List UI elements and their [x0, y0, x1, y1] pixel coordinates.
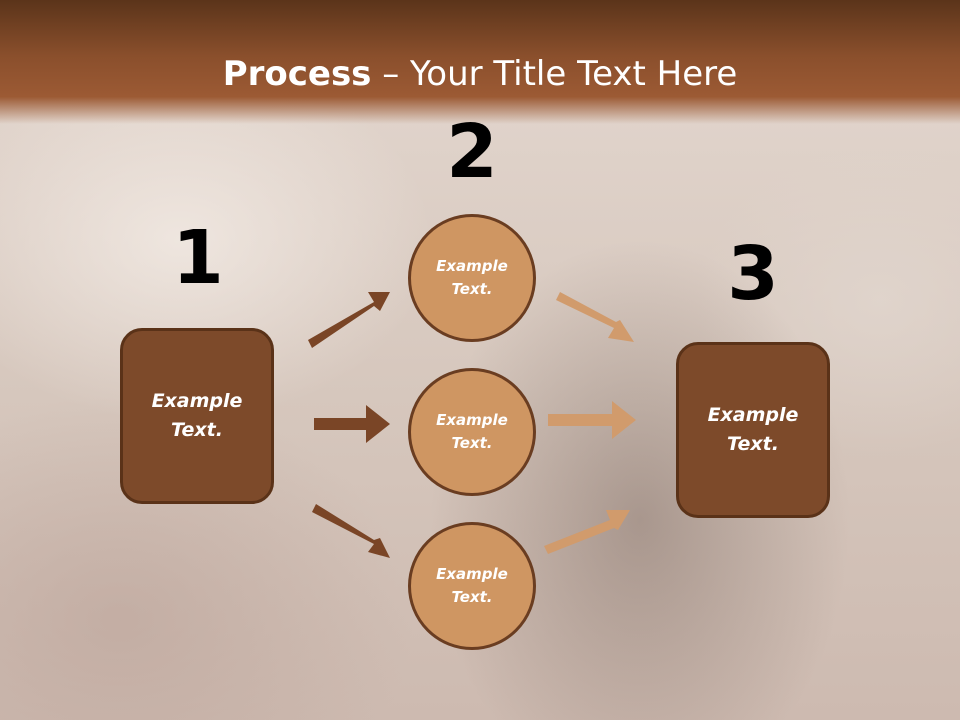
- left-box-label: Example Text.: [151, 390, 243, 441]
- circle-top-label: Example Text.: [436, 257, 508, 298]
- arrow-to-top-circle: [308, 292, 390, 348]
- slide-title: Process – Your Title Text Here: [0, 52, 960, 96]
- left-process-box: Example Text.: [120, 328, 274, 504]
- arrow-to-middle-circle: [314, 405, 390, 443]
- right-process-box: Example Text.: [676, 342, 830, 518]
- circle-top: Example Text.: [408, 214, 536, 342]
- arrow-from-bottom-circle: [544, 510, 630, 554]
- right-box-label: Example Text.: [707, 404, 799, 455]
- circle-middle-label: Example Text.: [436, 411, 508, 452]
- step-number-2: 2: [446, 109, 498, 195]
- arrow-to-bottom-circle: [312, 504, 390, 558]
- title-bar: [0, 0, 960, 124]
- step-number-1: 1: [172, 215, 224, 301]
- circle-bottom: Example Text.: [408, 522, 536, 650]
- arrow-from-middle-circle: [548, 401, 636, 439]
- arrow-from-top-circle: [556, 292, 634, 342]
- title-rest: – Your Title Text Here: [371, 54, 738, 94]
- circle-bottom-label: Example Text.: [436, 565, 508, 606]
- title-strong: Process: [222, 54, 372, 94]
- step-number-3: 3: [727, 231, 779, 317]
- circle-middle: Example Text.: [408, 368, 536, 496]
